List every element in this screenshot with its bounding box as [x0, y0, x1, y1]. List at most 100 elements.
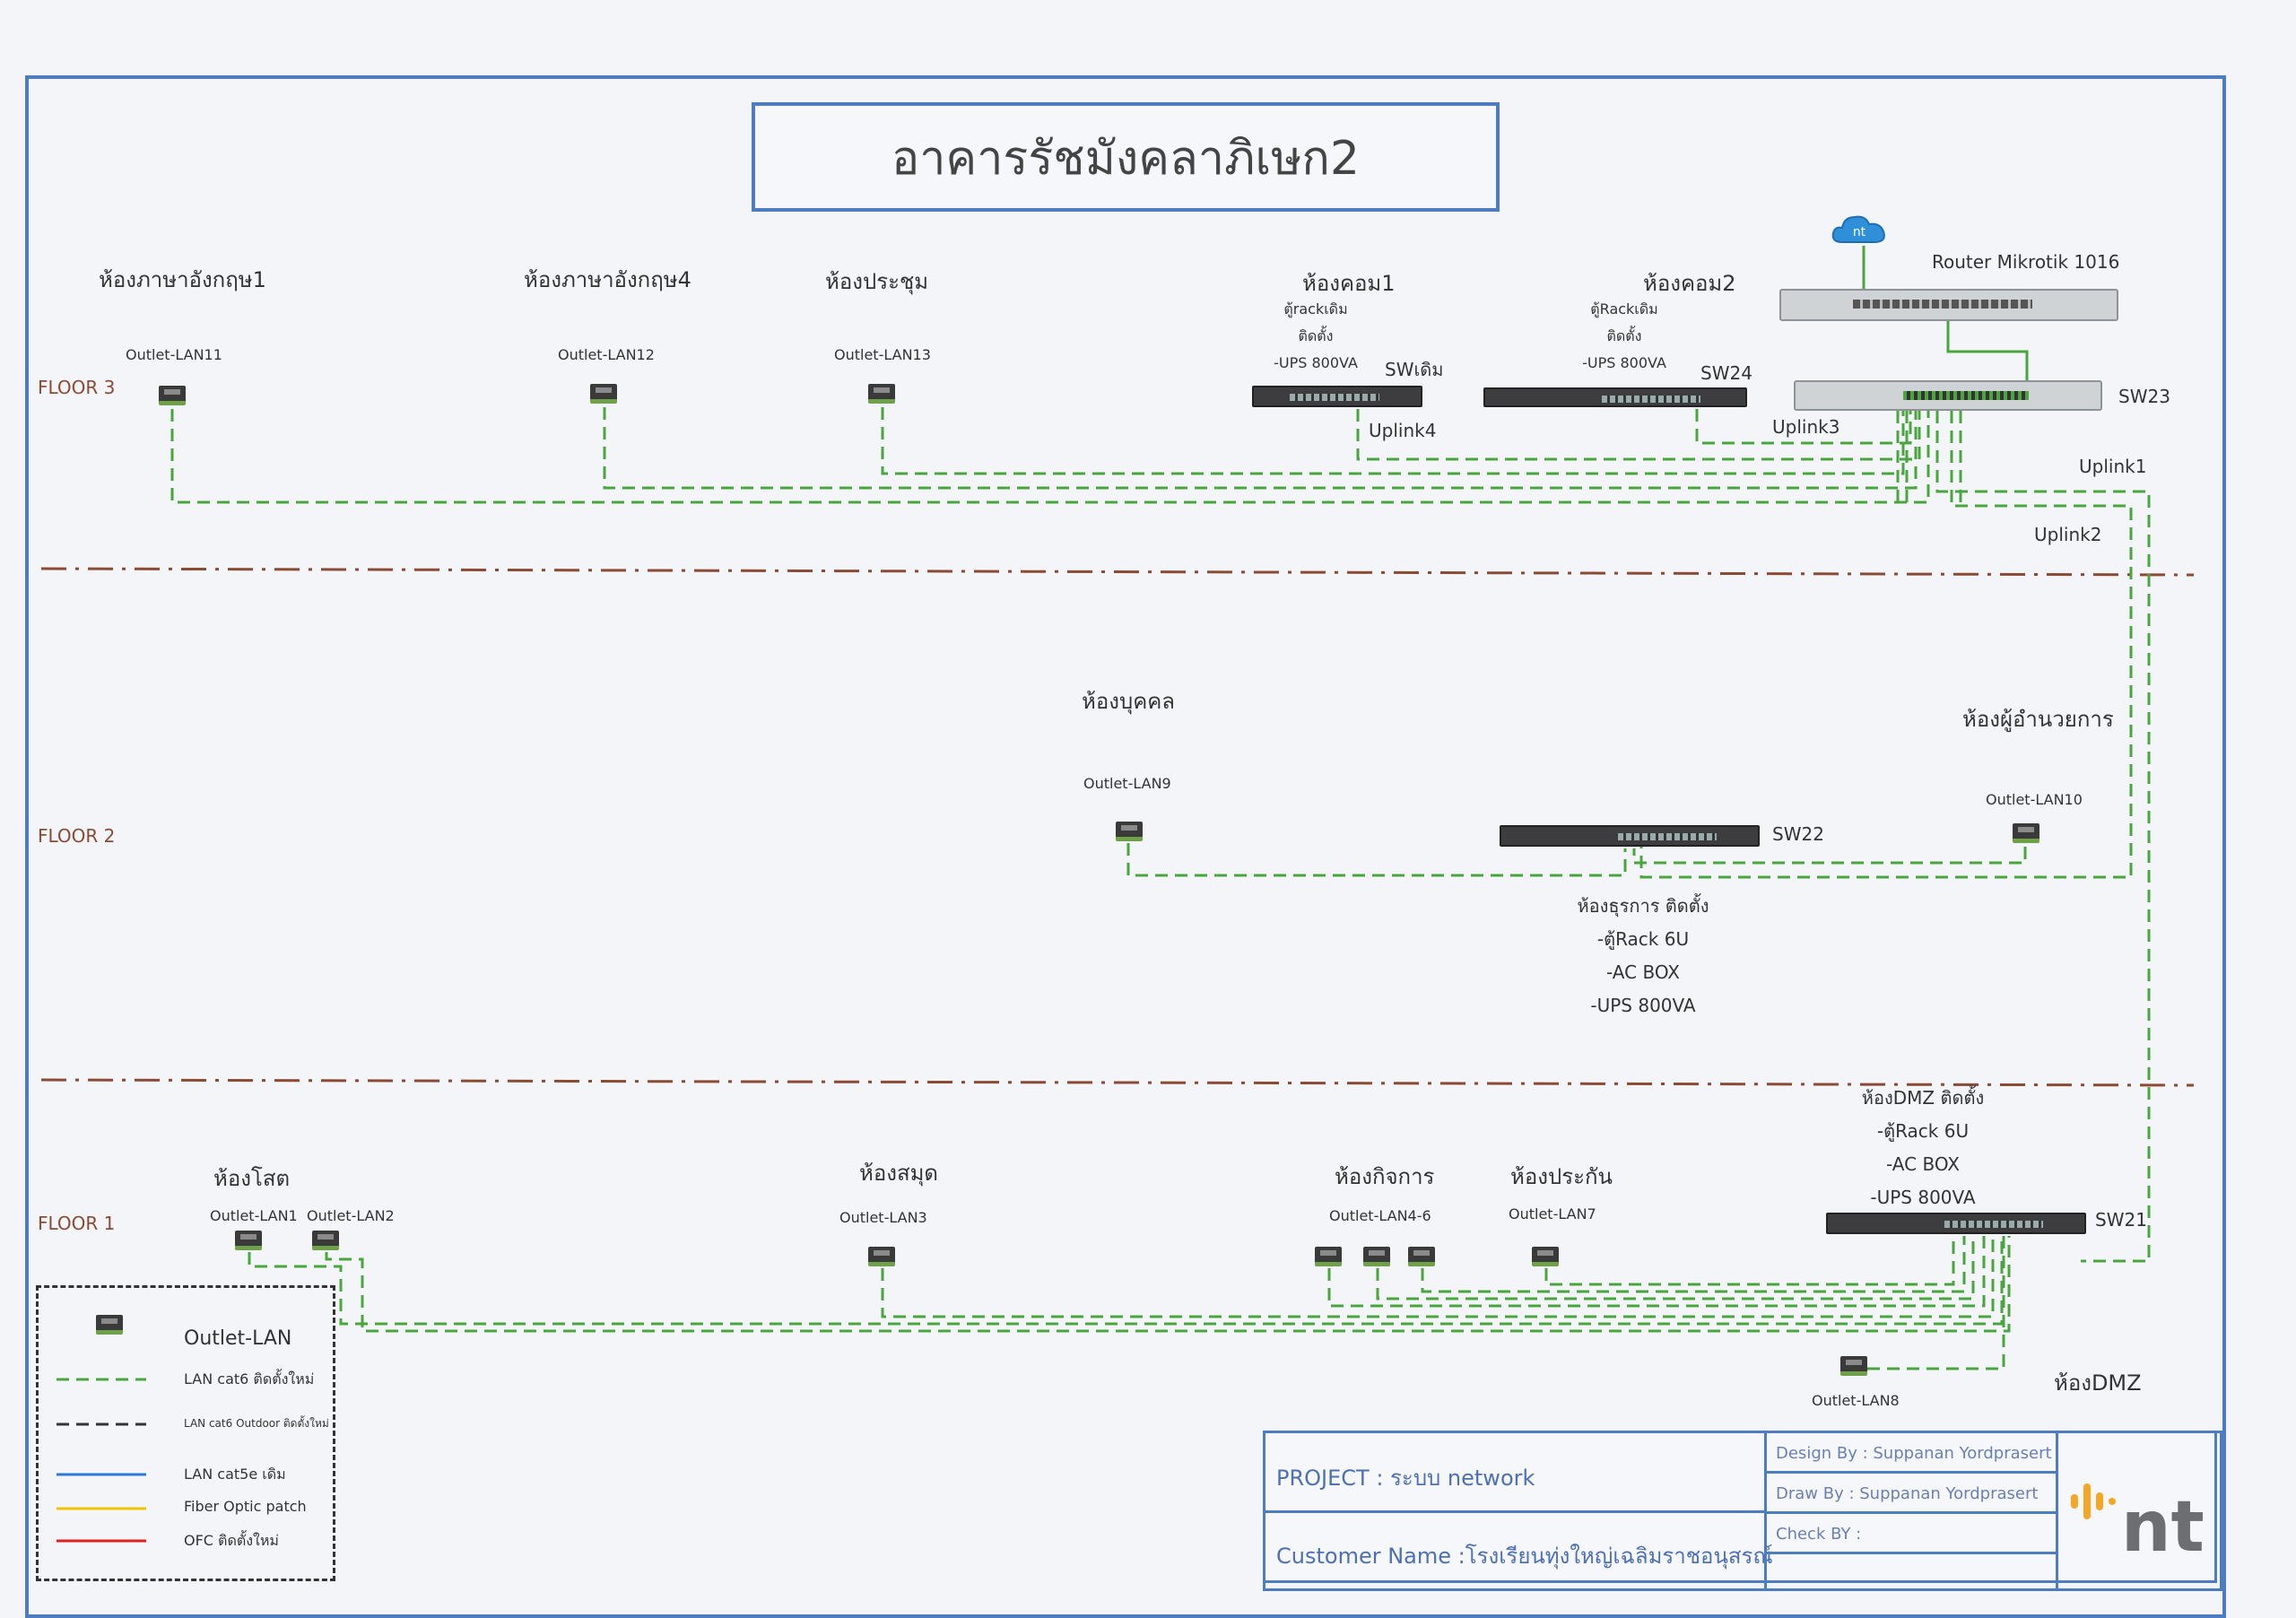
- com1-note-line: ติดตั้ง: [1298, 327, 1334, 344]
- room-dmz: ห้องDMZ: [2054, 1370, 2142, 1396]
- floor-2-label: FLOOR 2: [38, 825, 116, 847]
- room-eng1: ห้องภาษาอังกฤษ1: [99, 267, 266, 292]
- switch-old: [1252, 386, 1422, 407]
- outlet-lan12-label: Outlet-LAN12: [558, 346, 655, 363]
- outlet-lan5-icon: [1363, 1247, 1390, 1266]
- com1-note: ตู้rackเดิม ติดตั้ง -UPS 800VA: [1239, 296, 1392, 377]
- floor-3-label: FLOOR 3: [38, 377, 116, 398]
- cable-lan13: [881, 407, 1905, 475]
- com2-note-line: ตู้Rackเดิม: [1590, 300, 1658, 318]
- business-note-line: ห้องธุรการ ติดตั้ง: [1577, 895, 1709, 917]
- cable-lan10: [1632, 847, 2027, 865]
- outlet-lan9-label: Outlet-LAN9: [1083, 775, 1171, 792]
- outlet-lan8-icon: [1840, 1356, 1867, 1376]
- cable-uplink4: [1356, 409, 1921, 461]
- draw-cell: Draw By : Suppanan Yordprasert: [1764, 1471, 2058, 1514]
- room-director: ห้องผู้อำนวยการ: [1962, 707, 2114, 732]
- business-note: ห้องธุรการ ติดตั้ง -ตู้Rack 6U -AC BOX -…: [1553, 890, 1733, 1022]
- com2-note-line: -UPS 800VA: [1582, 354, 1666, 371]
- outlet-lan3-icon: [868, 1247, 895, 1266]
- cable-lan9: [1126, 843, 1627, 877]
- outlet-lan4-icon: [1315, 1247, 1342, 1266]
- room-com1: ห้องคอม1: [1302, 271, 1396, 296]
- uplink4-label: Uplink4: [1369, 420, 1437, 441]
- com2-note: ตู้Rackเดิม ติดตั้ง -UPS 800VA: [1548, 296, 1700, 377]
- outlet-lan11-icon: [159, 386, 186, 405]
- check-cell: Check BY :: [1764, 1511, 2058, 1554]
- customer-name: Customer Name :โรงเรียนทุ่งใหญ่เฉลิมราชอ…: [1276, 1544, 1773, 1569]
- outlet-lan3-label: Outlet-LAN3: [839, 1209, 927, 1226]
- outlet-lan6-icon: [1408, 1247, 1435, 1266]
- cable-uplink2: [1639, 411, 2133, 879]
- cable-lan3: [881, 1236, 1995, 1318]
- cloud-logo-text: nt: [1853, 225, 1866, 239]
- legend-cat5e-label: LAN cat5e เดิม: [184, 1466, 286, 1483]
- dmz-note-line: -UPS 800VA: [1870, 1187, 1976, 1208]
- room-eng4: ห้องภาษาอังกฤษ4: [524, 267, 691, 292]
- outlet-lan10-icon: [2013, 823, 2039, 843]
- project-cell: PROJECT : ระบบ network: [1263, 1431, 1767, 1513]
- com2-note-line: ติดตั้ง: [1606, 327, 1642, 344]
- outlet-lan9-icon: [1116, 822, 1143, 841]
- legend-fiber-line: [57, 1507, 146, 1510]
- room-insurance: ห้องประกัน: [1510, 1164, 1613, 1189]
- outlet-lan7-label: Outlet-LAN7: [1509, 1205, 1596, 1222]
- cable-lan12: [603, 407, 1918, 490]
- com1-note-line: -UPS 800VA: [1274, 354, 1358, 371]
- switch-old-label: SWเดิม: [1385, 359, 1444, 380]
- outlet-lan8-label: Outlet-LAN8: [1812, 1392, 1900, 1409]
- cable-uplink3: [1695, 409, 1912, 445]
- customer-cell: Customer Name :โรงเรียนทุ่งใหญ่เฉลิมราชอ…: [1263, 1510, 1773, 1591]
- cable-lan7: [1544, 1236, 1955, 1286]
- cable-lan2: [325, 1236, 2011, 1333]
- dmz-note-line: -ตู้Rack 6U: [1876, 1120, 1970, 1142]
- outlet-lan4-6-label: Outlet-LAN4-6: [1329, 1207, 1431, 1224]
- business-note-line: -AC BOX: [1606, 961, 1680, 983]
- switch-sw24: [1483, 387, 1747, 407]
- business-note-line: -UPS 800VA: [1590, 995, 1696, 1016]
- room-personnel: ห้องบุคคล: [1082, 689, 1176, 714]
- legend-outlet-label: Outlet-LAN: [184, 1327, 292, 1350]
- router-label: Router Mikrotik 1016: [1932, 251, 2120, 273]
- outlet-lan1-label: Outlet-LAN1: [210, 1207, 298, 1224]
- room-av: ห้องโสต: [213, 1166, 291, 1191]
- legend: Outlet-LAN LAN cat6 ติดตั้งใหม่ LAN cat6…: [36, 1285, 335, 1581]
- outlet-lan2-icon: [312, 1231, 339, 1250]
- project-name: PROJECT : ระบบ network: [1276, 1466, 1535, 1491]
- blank-cell: [1764, 1552, 2058, 1591]
- logo-cell: nt: [2056, 1431, 2222, 1591]
- outlet-lan1-icon: [235, 1231, 262, 1250]
- legend-cat6-line: [57, 1378, 146, 1381]
- design-cell: Design By : Suppanan Yordprasert: [1764, 1431, 2058, 1474]
- cable-lan6: [1421, 1236, 1966, 1293]
- switch-sw22-label: SW22: [1772, 823, 1824, 845]
- uplink2-label: Uplink2: [2034, 524, 2102, 545]
- legend-cat5e-line: [57, 1473, 146, 1476]
- outlet-lan13-label: Outlet-LAN13: [834, 346, 931, 363]
- com1-note-line: ตู้rackเดิม: [1283, 300, 1348, 318]
- legend-outlet-icon: [96, 1315, 123, 1335]
- outlet-lan11-label: Outlet-LAN11: [126, 346, 222, 363]
- uplink1-label: Uplink1: [2079, 456, 2147, 477]
- switch-sw24-label: SW24: [1700, 362, 1752, 384]
- router-sw23-link: [1946, 321, 2029, 386]
- switch-sw21-label: SW21: [2095, 1209, 2147, 1231]
- room-meeting: ห้องประชุม: [825, 269, 929, 294]
- outlet-lan7-icon: [1532, 1247, 1559, 1266]
- floor-1-label: FLOOR 1: [38, 1213, 116, 1234]
- switch-sw23: [1794, 380, 2102, 411]
- design-by: Design By : Suppanan Yordprasert: [1776, 1444, 2052, 1463]
- switch-sw22: [1500, 825, 1760, 847]
- room-com2: ห้องคอม2: [1643, 271, 1736, 296]
- uplink3-label: Uplink3: [1772, 416, 1840, 438]
- outlet-lan13-icon: [868, 384, 895, 404]
- legend-ofc-line: [57, 1539, 146, 1543]
- title-block: PROJECT : ระบบ network Customer Name :โร…: [1263, 1431, 2222, 1591]
- outlet-lan2-label: Outlet-LAN2: [307, 1207, 395, 1224]
- outlet-lan10-label: Outlet-LAN10: [1986, 791, 2083, 808]
- legend-cat6-outdoor-label: LAN cat6 Outdoor ติดตั้งใหม่: [184, 1417, 329, 1430]
- outlet-lan12-icon: [590, 384, 617, 404]
- floor-divider-3-2: [40, 567, 2195, 577]
- cable-lan5: [1376, 1236, 1975, 1300]
- room-activities: ห้องกิจการ: [1335, 1164, 1435, 1189]
